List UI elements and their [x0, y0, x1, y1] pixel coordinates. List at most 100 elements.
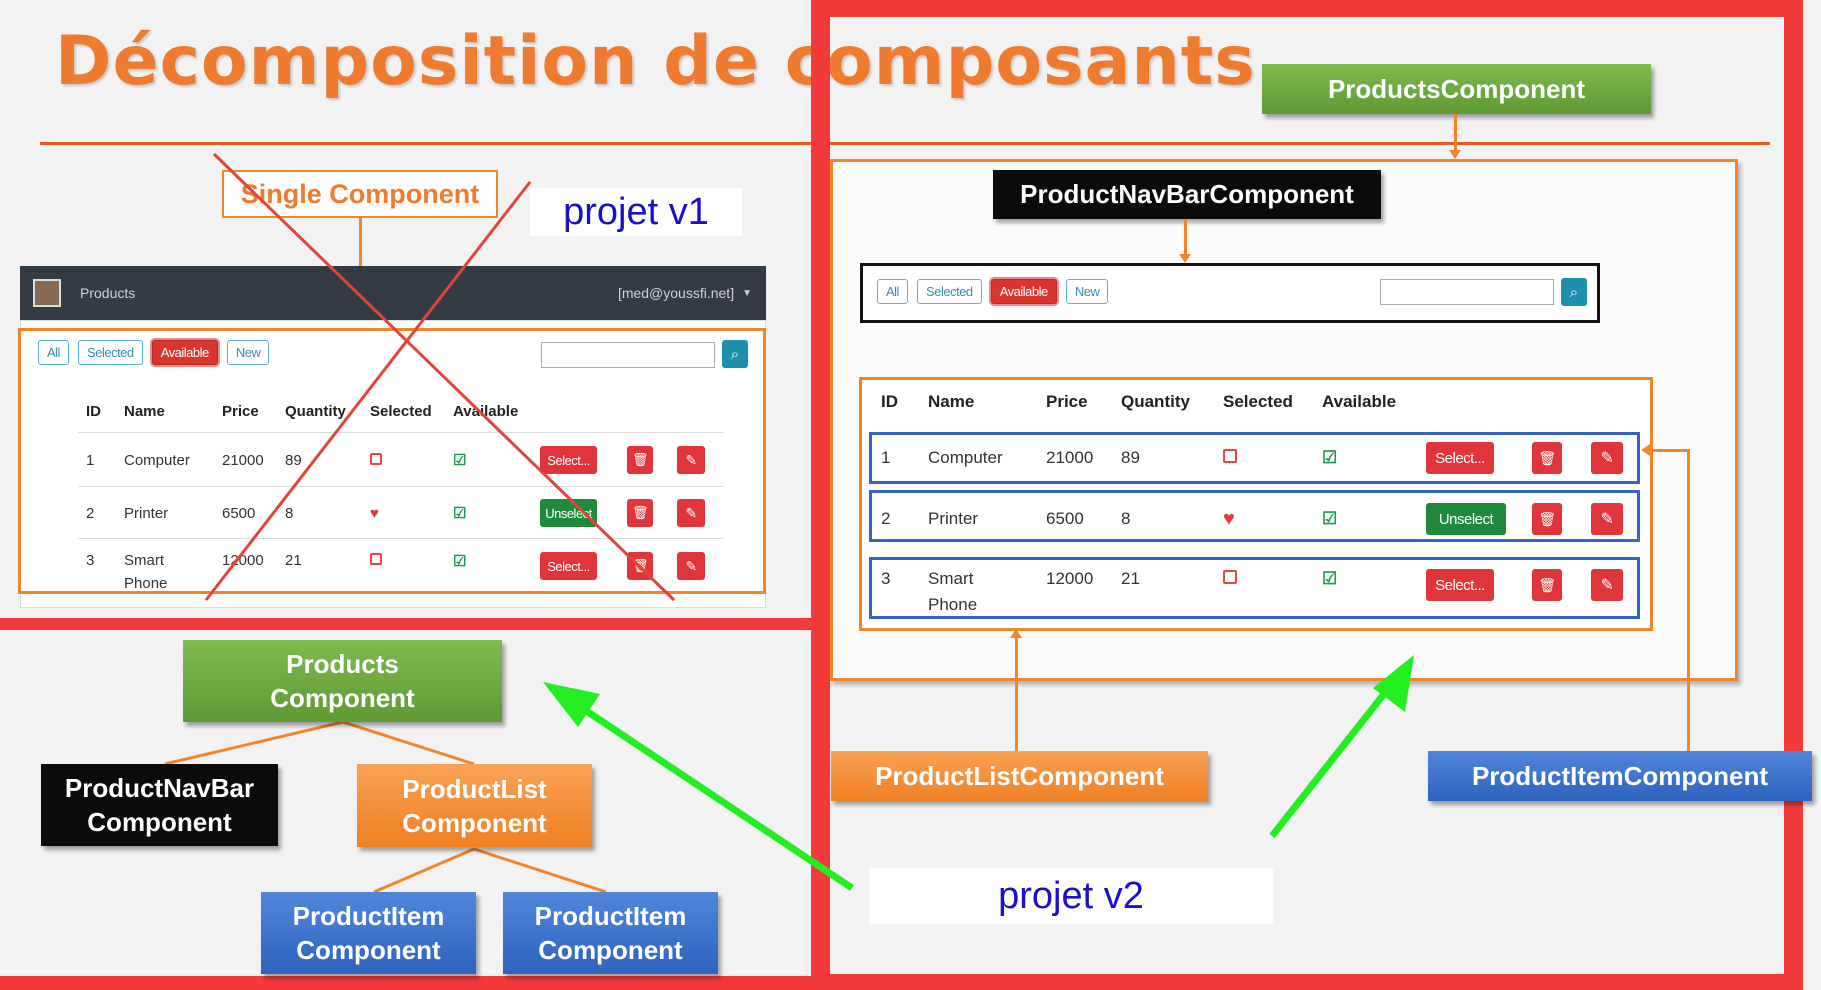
v1-navbar-user[interactable]: [med@youssfi.net] — [617, 285, 735, 301]
v2-list-component: ProductListComponent — [831, 751, 1208, 801]
v1-row-divider — [78, 432, 724, 433]
tree-list-component: ProductList Component — [357, 764, 592, 847]
v1-navbar: Products [med@youssfi.net] ▼ — [20, 266, 766, 320]
search-icon[interactable]: ⌕ — [722, 340, 748, 368]
empty-square-icon — [370, 452, 382, 465]
empty-square-icon — [1223, 449, 1237, 463]
edit-icon[interactable]: ✎ — [677, 499, 705, 527]
v2-products-component: ProductsComponent — [1262, 64, 1651, 114]
v2-list-arrow-line — [1015, 637, 1018, 751]
table-row: 2 Printer 6500 8 ♥ ☑ Unselect 🗑 ✎ — [86, 499, 726, 527]
v2-table-header: ID Name Price Quantity Selected Availabl… — [881, 392, 1397, 411]
v2-navbar-component: ProductNavBarComponent — [993, 170, 1381, 219]
select-button[interactable]: Select... — [540, 446, 597, 474]
empty-square-icon — [370, 553, 382, 565]
edit-icon[interactable]: ✎ — [1591, 569, 1623, 601]
v2-item-arrow-vertical — [1687, 449, 1690, 751]
filter-all[interactable]: All — [877, 279, 908, 304]
tree-link — [473, 847, 607, 894]
v1-red-frame-bottom — [0, 618, 818, 630]
tree-link — [342, 720, 475, 766]
empty-square-icon — [1223, 570, 1237, 584]
v2-navbar-arrow-head — [1179, 254, 1191, 263]
v2-item-arrow-horizontal — [1648, 449, 1690, 452]
v1-search-input[interactable] — [541, 342, 715, 368]
edit-icon[interactable]: ✎ — [1591, 442, 1623, 474]
unselect-button[interactable]: Unselect — [540, 499, 597, 527]
v1-table-header: ID Name Price Quantity Selected Availabl… — [86, 403, 519, 420]
v2-search-input[interactable] — [1380, 279, 1554, 305]
projet-v2-label: projet v2 — [869, 868, 1273, 924]
trash-icon[interactable]: 🗑 — [1532, 503, 1562, 535]
v2-item-frame — [869, 557, 1640, 619]
v2-item-frame — [869, 432, 1640, 484]
select-button[interactable]: Select... — [1426, 569, 1494, 601]
v2-products-arrow-head — [1449, 150, 1461, 159]
green-arrow-left-head — [543, 682, 600, 727]
green-arrow-right-head — [1373, 655, 1414, 712]
edit-icon[interactable]: ✎ — [677, 446, 705, 474]
v2-item-frame — [869, 490, 1640, 542]
tree-products-component: Products Component — [183, 640, 502, 722]
table-row: 1 Computer 21000 89 ☑ Select... 🗑 ✎ — [86, 446, 726, 474]
v1-row-divider — [78, 538, 724, 539]
v2-filter-bar: All Selected Available New — [877, 279, 1112, 304]
single-component-label: Single Component — [222, 170, 498, 218]
check-icon: ☑ — [1322, 448, 1338, 467]
tree-item-component: ProductItem Component — [503, 892, 718, 974]
green-arrow-right — [1269, 677, 1398, 839]
cross-line-2 — [204, 181, 532, 601]
filter-selected[interactable]: Selected — [78, 340, 143, 365]
trash-icon[interactable]: 🗑 — [627, 499, 653, 527]
tree-link — [373, 847, 475, 894]
filter-available[interactable]: Available — [990, 279, 1057, 304]
v2-list-arrow-head — [1010, 629, 1022, 638]
check-icon: ☑ — [453, 452, 467, 469]
tree-item-component: ProductItem Component — [261, 892, 476, 974]
filter-selected[interactable]: Selected — [917, 279, 982, 304]
search-icon[interactable]: ⌕ — [1561, 278, 1587, 306]
title-divider — [40, 142, 1770, 145]
v1-red-frame-floor — [0, 976, 818, 990]
unselect-button[interactable]: Unselect — [1426, 503, 1506, 535]
v2-red-frame — [811, 0, 1803, 990]
v1-navbar-brand[interactable]: Products — [80, 285, 136, 301]
select-button[interactable]: Select... — [540, 552, 597, 580]
edit-icon[interactable]: ✎ — [1591, 503, 1623, 535]
v2-navbar-frame — [860, 263, 1600, 323]
filter-available[interactable]: Available — [151, 340, 218, 365]
heart-icon: ♥ — [370, 504, 379, 522]
check-icon: ☑ — [453, 505, 467, 522]
filter-new[interactable]: New — [1065, 279, 1109, 304]
select-button[interactable]: Select... — [1426, 442, 1494, 474]
avatar — [33, 279, 61, 307]
tree-navbar-component: ProductNavBar Component — [41, 764, 278, 846]
v2-item-arrow-head — [1641, 444, 1650, 456]
edit-icon[interactable]: ✎ — [677, 552, 705, 580]
check-icon: ☑ — [1322, 509, 1338, 528]
projet-v1-label: projet v1 — [530, 188, 742, 236]
v1-orange-frame — [18, 328, 766, 594]
cross-line-1 — [212, 152, 676, 602]
v2-products-arrow-line — [1454, 114, 1457, 152]
table-row: 3 Smart Phone 12000 21 ☑ Select... 🗑 ✎ — [881, 569, 1631, 618]
chevron-down-icon[interactable]: ▼ — [742, 287, 752, 299]
slide-title: Décomposition de composants — [55, 22, 1256, 101]
filter-new[interactable]: New — [226, 340, 270, 365]
tree-link — [164, 720, 344, 766]
table-row: 1 Computer 21000 89 ☑ Select... 🗑 ✎ — [881, 442, 1631, 474]
v2-navbar-arrow-line — [1184, 219, 1187, 255]
filter-all[interactable]: All — [38, 340, 69, 365]
trash-icon[interactable]: 🗑 — [1532, 569, 1562, 601]
v1-row-divider — [78, 486, 724, 487]
v2-item-component: ProductItemComponent — [1428, 751, 1812, 801]
green-arrow-left — [568, 697, 854, 891]
table-row: 2 Printer 6500 8 ♥ ☑ Unselect 🗑 ✎ — [881, 503, 1631, 535]
check-icon: ☑ — [1322, 569, 1338, 588]
v1-filter-bar: All Selected Available New — [38, 340, 273, 365]
trash-icon[interactable]: 🗑 — [627, 446, 653, 474]
trash-icon[interactable]: 🗑 — [1532, 442, 1562, 474]
